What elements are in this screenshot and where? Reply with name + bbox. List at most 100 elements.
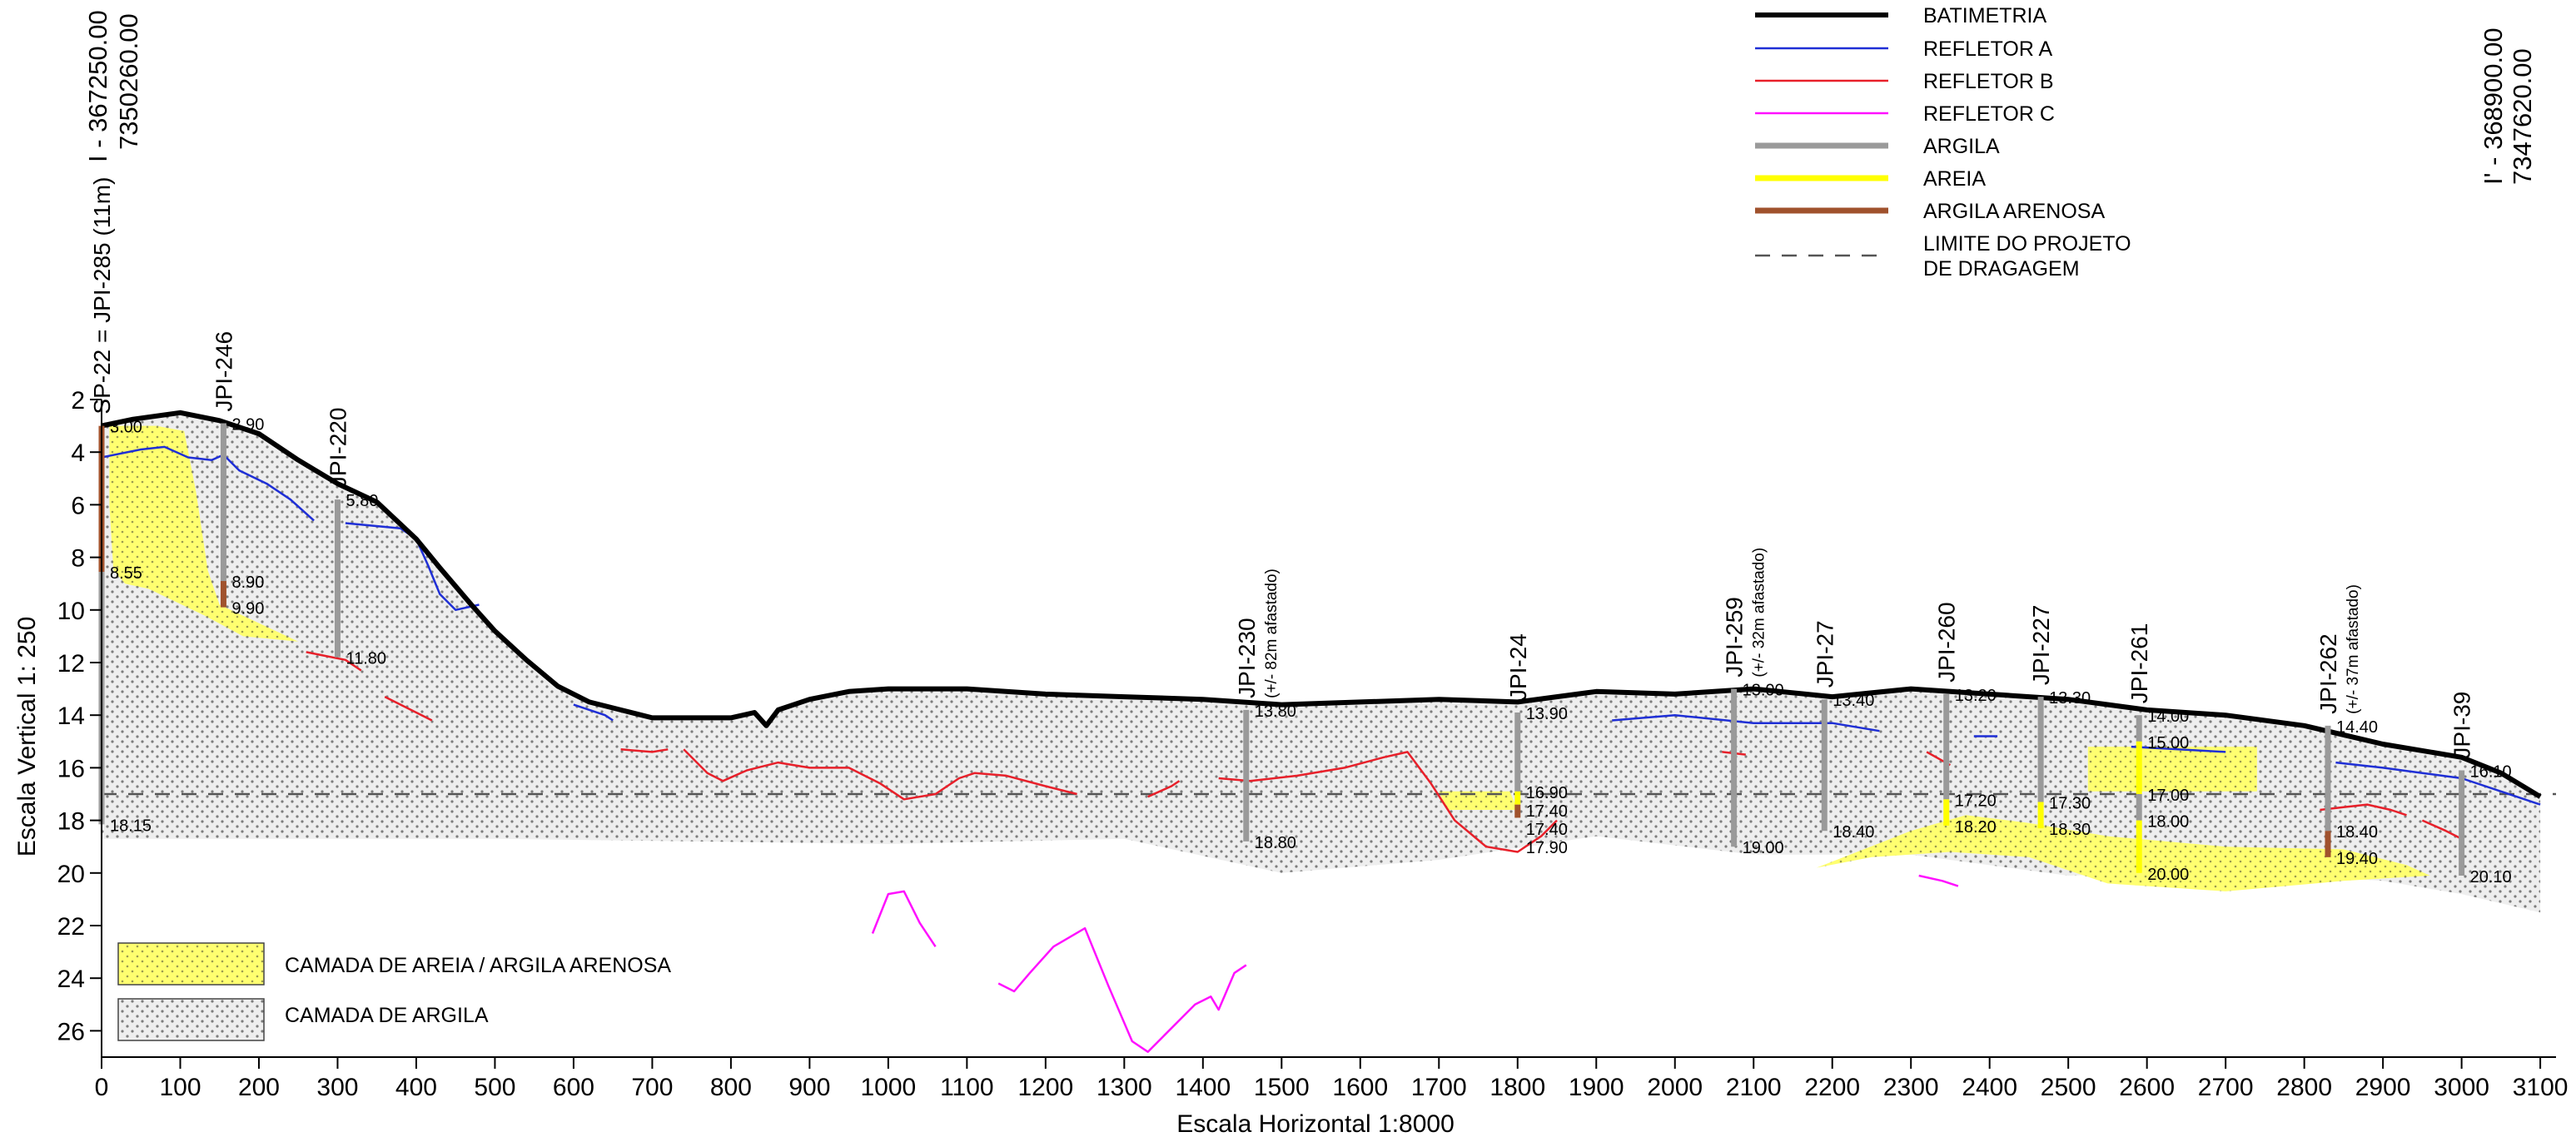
borehole-depth-label: 13.40 xyxy=(1833,692,1874,710)
reflector-a-segment-1 xyxy=(345,522,480,612)
sand-body-1 xyxy=(1439,791,1518,810)
borehole-depth-label: 18.00 xyxy=(2147,813,2189,832)
borehole-name: JPI-27 xyxy=(1812,620,1838,688)
borehole-depth-label: 17.90 xyxy=(1526,839,1568,857)
x-tick-label: 1400 xyxy=(1175,1074,1231,1101)
borehole-depth-label: 13.30 xyxy=(2049,689,2091,708)
borehole-depth-label: 5.80 xyxy=(346,492,378,510)
x-tick-label: 2400 xyxy=(1962,1074,2017,1101)
x-axis-title: Escala Horizontal 1:8000 xyxy=(1176,1110,1455,1137)
borehole-depth-label: 17.40 xyxy=(1526,802,1568,821)
y-tick-label: 20 xyxy=(57,861,85,888)
reflector-c-segment-0 xyxy=(871,890,937,947)
borehole-depth-label: 16.90 xyxy=(1526,784,1568,802)
y-tick-label: 4 xyxy=(71,439,85,467)
borehole-depth-label: 18.40 xyxy=(1833,823,1874,842)
legend-label-lim: LIMITE DO PROJETO xyxy=(1923,232,2131,256)
clay-layer xyxy=(102,412,2541,913)
borehole-name: JPI-24 xyxy=(1505,633,1531,701)
borehole-note: (+/- 32m afastado) xyxy=(1751,548,1768,678)
sand-body-3 xyxy=(2087,747,2257,792)
x-tick-label: 400 xyxy=(395,1074,437,1101)
x-tick-label: 900 xyxy=(788,1074,830,1101)
borehole-depth-label: 13.20 xyxy=(1955,687,1997,705)
borehole-depth-label: 16.10 xyxy=(2470,763,2512,782)
reflector-c-segment-1 xyxy=(997,926,1247,1053)
borehole-note: (+/- 82m afastado) xyxy=(1263,568,1281,698)
x-tick-label: 800 xyxy=(710,1074,752,1101)
legend-label-rb: REFLETOR B xyxy=(1923,70,2054,93)
borehole-depth-label: 8.90 xyxy=(231,573,264,592)
reflector-b-segment-4 xyxy=(1147,780,1181,798)
legend-clay-swatch xyxy=(117,998,265,1041)
legend-label-lim-2: DE DRAGAGEM xyxy=(1923,257,2080,281)
sand-body-0 xyxy=(109,425,299,642)
borehole-depth-label: 19.40 xyxy=(2336,850,2378,868)
borehole-depth-label: 18.30 xyxy=(2049,821,2091,839)
borehole-depth-label: 2.90 xyxy=(231,415,264,434)
legend-label-aar: ARGILA ARENOSA xyxy=(1923,200,2105,223)
borehole-name: JPI-260 xyxy=(1934,602,1960,683)
reflector-b-segment-0 xyxy=(306,651,362,672)
y-tick-label: 8 xyxy=(71,545,85,573)
borehole-name: JPI-39 xyxy=(2449,692,2475,759)
borehole-8: JPI-227 13.30 17.30 18.30 xyxy=(2028,605,2091,840)
x-tick-label: 1000 xyxy=(860,1074,916,1101)
borehole-depth-label: 17.20 xyxy=(1955,792,1997,810)
borehole-depth-label: 13.80 xyxy=(1255,703,1296,721)
borehole-note: (+/- 37m afastado) xyxy=(2345,584,2362,714)
y-tick-label: 24 xyxy=(57,966,85,993)
borehole-6: JPI-27 13.40 18.40 xyxy=(1812,620,1874,842)
borehole-depth-label: 17.30 xyxy=(2049,794,2091,812)
borehole-name: SP-22 = JPI-285 (11m) xyxy=(89,177,115,415)
sand-body-2 xyxy=(1816,815,2430,891)
y-tick-label: 22 xyxy=(57,913,85,941)
borehole-depth-label: 14.40 xyxy=(2336,718,2378,737)
x-tick-label: 2500 xyxy=(2041,1074,2096,1101)
borehole-11: JPI-39 16.10 20.10 xyxy=(2449,692,2512,886)
borehole-depth-label: 15.00 xyxy=(2147,734,2189,752)
borehole-depth-label: 13.00 xyxy=(1743,682,1784,700)
y-tick-label: 6 xyxy=(71,492,85,519)
x-tick-label: 1100 xyxy=(940,1074,994,1101)
x-tick-label: 1700 xyxy=(1411,1074,1467,1101)
x-tick-label: 1300 xyxy=(1097,1074,1152,1101)
borehole-name: JPI-246 xyxy=(211,331,236,412)
x-tick-label: 500 xyxy=(474,1074,515,1101)
borehole-depth-label: 17.00 xyxy=(2147,787,2189,805)
reflector-a-segment-6 xyxy=(2335,761,2541,806)
borehole-depth-label: 20.10 xyxy=(2470,868,2512,886)
reflector-a-segment-5 xyxy=(2131,745,2226,753)
legend-label-ra: REFLETOR A xyxy=(1923,37,2052,61)
x-tick-label: 2100 xyxy=(1726,1074,1782,1101)
reflector-b-segment-2 xyxy=(620,748,669,753)
borehole-depth-label: 13.90 xyxy=(1526,705,1568,723)
borehole-name: JPI-261 xyxy=(2126,623,2152,704)
borehole-depth-label: 17.40 xyxy=(1526,821,1568,839)
y-tick-label: 18 xyxy=(57,808,85,836)
x-tick-label: 1200 xyxy=(1017,1074,1073,1101)
y-axis-title: Escala Vertical 1: 250 xyxy=(13,617,41,857)
reflector-b-segment-3 xyxy=(683,748,1077,801)
borehole-name: JPI-259 xyxy=(1722,597,1748,678)
borehole-name: JPI-227 xyxy=(2028,605,2054,686)
borehole-depth-label: 3.00 xyxy=(110,419,142,437)
borehole-name: JPI-230 xyxy=(1234,618,1260,698)
x-tick-label: 3100 xyxy=(2513,1074,2569,1101)
x-tick-label: 3000 xyxy=(2434,1074,2489,1101)
legend-label-are: AREIA xyxy=(1923,167,1986,191)
x-tick-label: 1600 xyxy=(1332,1074,1388,1101)
y-tick-label: 12 xyxy=(57,650,85,678)
borehole-depth-label: 11.80 xyxy=(346,650,386,668)
borehole-depth-label: 9.90 xyxy=(231,600,264,618)
x-tick-label: 2900 xyxy=(2355,1074,2411,1101)
x-tick-label: 2800 xyxy=(2276,1074,2332,1101)
reflector-b-segment-5 xyxy=(1218,751,1558,853)
y-tick-label: 10 xyxy=(57,598,85,625)
borehole-depth-label: 8.55 xyxy=(110,564,142,583)
